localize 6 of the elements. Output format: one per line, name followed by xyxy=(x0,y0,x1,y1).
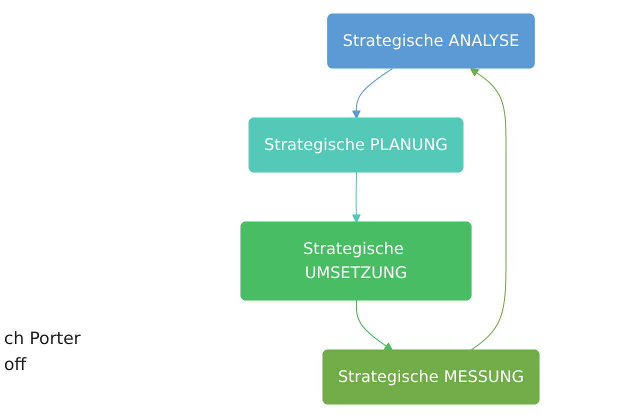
arrow xyxy=(352,172,361,223)
arrow xyxy=(352,68,394,119)
arrow xyxy=(470,68,506,351)
note-text: ch Porter xyxy=(4,328,81,351)
arrow xyxy=(356,300,393,351)
note-text: off xyxy=(4,354,28,377)
